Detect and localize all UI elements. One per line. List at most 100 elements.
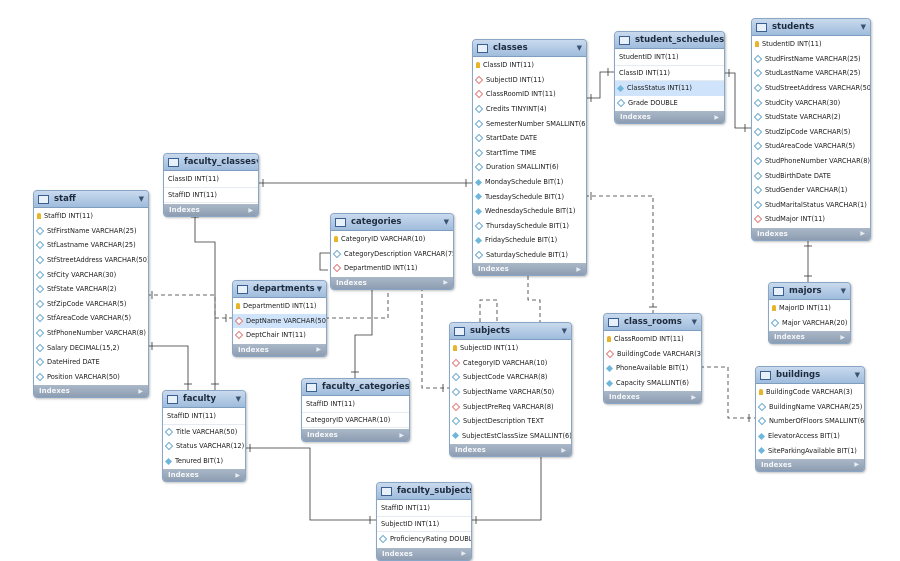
column-row[interactable]: StudCity VARCHAR(30) <box>752 95 870 110</box>
column-row[interactable]: ClassStatus INT(11) <box>615 81 724 96</box>
expand-arrow-icon[interactable]: ▶ <box>316 346 321 353</box>
column-row[interactable]: StudBirthDate DATE <box>752 168 870 183</box>
column-row[interactable]: SubjectEstClassSize SMALLINT(6) <box>450 429 571 444</box>
collapse-caret-icon[interactable]: ▼ <box>317 285 322 293</box>
table-header[interactable]: subjects▼ <box>450 323 571 340</box>
collapse-caret-icon[interactable]: ▼ <box>724 36 725 44</box>
collapse-caret-icon[interactable]: ▼ <box>562 327 567 335</box>
column-row[interactable]: StudGender VARCHAR(1) <box>752 183 870 198</box>
expand-arrow-icon[interactable]: ▶ <box>561 447 566 454</box>
column-row[interactable]: StudMaritalStatus VARCHAR(1) <box>752 198 870 213</box>
collapse-caret-icon[interactable]: ▼ <box>692 318 697 326</box>
column-row[interactable]: CategoryID VARCHAR(10) <box>450 356 571 371</box>
collapse-caret-icon[interactable]: ▼ <box>256 158 259 166</box>
column-row[interactable]: CategoryID VARCHAR(10) <box>302 413 409 429</box>
column-row[interactable]: PhoneAvailable BIT(1) <box>604 361 701 376</box>
column-row[interactable]: Position VARCHAR(50) <box>34 370 148 385</box>
expand-arrow-icon[interactable]: ▶ <box>860 230 865 237</box>
table-subjects[interactable]: subjects▼ SubjectID INT(11)CategoryID VA… <box>449 322 572 457</box>
table-categories[interactable]: categories▼ CategoryID VARCHAR(10)Catego… <box>330 213 454 290</box>
expand-arrow-icon[interactable]: ▶ <box>138 388 143 395</box>
table-faculty-categories[interactable]: faculty_categories▼ StaffID INT(11)Categ… <box>301 378 410 442</box>
column-row[interactable]: SubjectCode VARCHAR(8) <box>450 370 571 385</box>
table-classes[interactable]: classes▼ ClassID INT(11)SubjectID INT(11… <box>472 39 587 276</box>
column-row[interactable]: ClassRoomID INT(11) <box>604 332 701 347</box>
table-header[interactable]: class_rooms▼ <box>604 314 701 331</box>
column-row[interactable]: StudMajor INT(11) <box>752 212 870 227</box>
column-row[interactable]: StartDate DATE <box>473 131 586 146</box>
column-row[interactable]: DeptName VARCHAR(50) <box>233 314 326 329</box>
column-row[interactable]: DeptChair INT(11) <box>233 328 326 343</box>
table-header[interactable]: departments▼ <box>233 281 326 298</box>
collapse-caret-icon[interactable]: ▼ <box>577 44 582 52</box>
column-row[interactable]: StfCity VARCHAR(30) <box>34 267 148 282</box>
column-row[interactable]: StfZipCode VARCHAR(5) <box>34 297 148 312</box>
column-row[interactable]: Status VARCHAR(12) <box>163 439 245 454</box>
column-row[interactable]: StaffID INT(11) <box>302 397 409 413</box>
column-row[interactable]: SubjectID INT(11) <box>450 341 571 356</box>
column-row[interactable]: StudPhoneNumber VARCHAR(8) <box>752 154 870 169</box>
collapse-caret-icon[interactable]: ▼ <box>139 195 144 203</box>
table-header[interactable]: faculty▼ <box>163 391 245 408</box>
column-row[interactable]: StfAreaCode VARCHAR(5) <box>34 311 148 326</box>
expand-arrow-icon[interactable]: ▶ <box>443 279 448 286</box>
indexes-section[interactable]: Indexes▶ <box>163 469 245 481</box>
table-faculty[interactable]: faculty▼ StaffID INT(11)Title VARCHAR(50… <box>162 390 246 482</box>
column-row[interactable]: Capacity SMALLINT(6) <box>604 376 701 391</box>
column-row[interactable]: Grade DOUBLE <box>615 96 724 111</box>
table-faculty-classes[interactable]: faculty_classes▼ ClassID INT(11)StaffID … <box>163 153 259 217</box>
column-row[interactable]: StaffID INT(11) <box>377 501 471 517</box>
column-row[interactable]: StudentID INT(11) <box>615 50 724 66</box>
table-header[interactable]: faculty_subjects▼ <box>377 483 471 500</box>
expand-arrow-icon[interactable]: ▶ <box>854 461 859 468</box>
expand-arrow-icon[interactable]: ▶ <box>714 114 719 121</box>
table-header[interactable]: students▼ <box>752 19 870 36</box>
column-row[interactable]: StaffID INT(11) <box>163 409 245 425</box>
column-row[interactable]: SubjectID INT(11) <box>377 517 471 533</box>
column-row[interactable]: StudZipCode VARCHAR(5) <box>752 125 870 140</box>
column-row[interactable]: Title VARCHAR(50) <box>163 425 245 440</box>
expand-arrow-icon[interactable]: ▶ <box>840 334 845 341</box>
indexes-section[interactable]: Indexes▶ <box>756 459 864 471</box>
expand-arrow-icon[interactable]: ▶ <box>399 432 404 439</box>
table-header[interactable]: student_schedules▼ <box>615 32 724 49</box>
column-row[interactable]: ProficiencyRating DOUBLE <box>377 532 471 547</box>
column-row[interactable]: Duration SMALLINT(6) <box>473 160 586 175</box>
indexes-section[interactable]: Indexes▶ <box>331 277 453 289</box>
column-row[interactable]: Credits TINYINT(4) <box>473 102 586 117</box>
column-row[interactable]: ElevatorAccess BIT(1) <box>756 429 864 444</box>
column-row[interactable]: StudentID INT(11) <box>752 37 870 52</box>
indexes-section[interactable]: Indexes▶ <box>302 429 409 441</box>
expand-arrow-icon[interactable]: ▶ <box>576 266 581 273</box>
collapse-caret-icon[interactable]: ▼ <box>861 23 866 31</box>
column-row[interactable]: SubjectID INT(11) <box>473 73 586 88</box>
column-row[interactable]: BuildingName VARCHAR(25) <box>756 400 864 415</box>
table-majors[interactable]: majors▼ MajorID INT(11)Major VARCHAR(20)… <box>768 282 851 344</box>
column-row[interactable]: SemesterNumber SMALLINT(6) <box>473 116 586 131</box>
column-row[interactable]: NumberOfFloors SMALLINT(6) <box>756 414 864 429</box>
column-row[interactable]: ClassID INT(11) <box>164 172 258 188</box>
column-row[interactable]: WednesdaySchedule BIT(1) <box>473 204 586 219</box>
indexes-section[interactable]: Indexes▶ <box>473 263 586 275</box>
table-header[interactable]: staff▼ <box>34 191 148 208</box>
column-row[interactable]: MondaySchedule BIT(1) <box>473 175 586 190</box>
indexes-section[interactable]: Indexes▶ <box>615 111 724 123</box>
column-row[interactable]: StudState VARCHAR(2) <box>752 110 870 125</box>
indexes-section[interactable]: Indexes▶ <box>34 385 148 397</box>
column-row[interactable]: DepartmentID INT(11) <box>331 261 453 276</box>
column-row[interactable]: TuesdaySchedule BIT(1) <box>473 189 586 204</box>
column-row[interactable]: StfStreetAddress VARCHAR(50) <box>34 253 148 268</box>
column-row[interactable]: Major VARCHAR(20) <box>769 316 850 331</box>
column-row[interactable]: StfState VARCHAR(2) <box>34 282 148 297</box>
column-row[interactable]: StudFirstName VARCHAR(25) <box>752 52 870 67</box>
collapse-caret-icon[interactable]: ▼ <box>236 395 241 403</box>
collapse-caret-icon[interactable]: ▼ <box>444 218 449 226</box>
table-student-schedules[interactable]: student_schedules▼ StudentID INT(11) Clas… <box>614 31 725 124</box>
indexes-section[interactable]: Indexes▶ <box>450 444 571 456</box>
indexes-section[interactable]: Indexes▶ <box>769 331 850 343</box>
indexes-section[interactable]: Indexes▶ <box>164 204 258 216</box>
column-row[interactable]: SiteParkingAvailable BIT(1) <box>756 443 864 458</box>
column-row[interactable]: FridaySchedule BIT(1) <box>473 233 586 248</box>
table-header[interactable]: majors▼ <box>769 283 850 300</box>
column-row[interactable]: MajorID INT(11) <box>769 301 850 316</box>
